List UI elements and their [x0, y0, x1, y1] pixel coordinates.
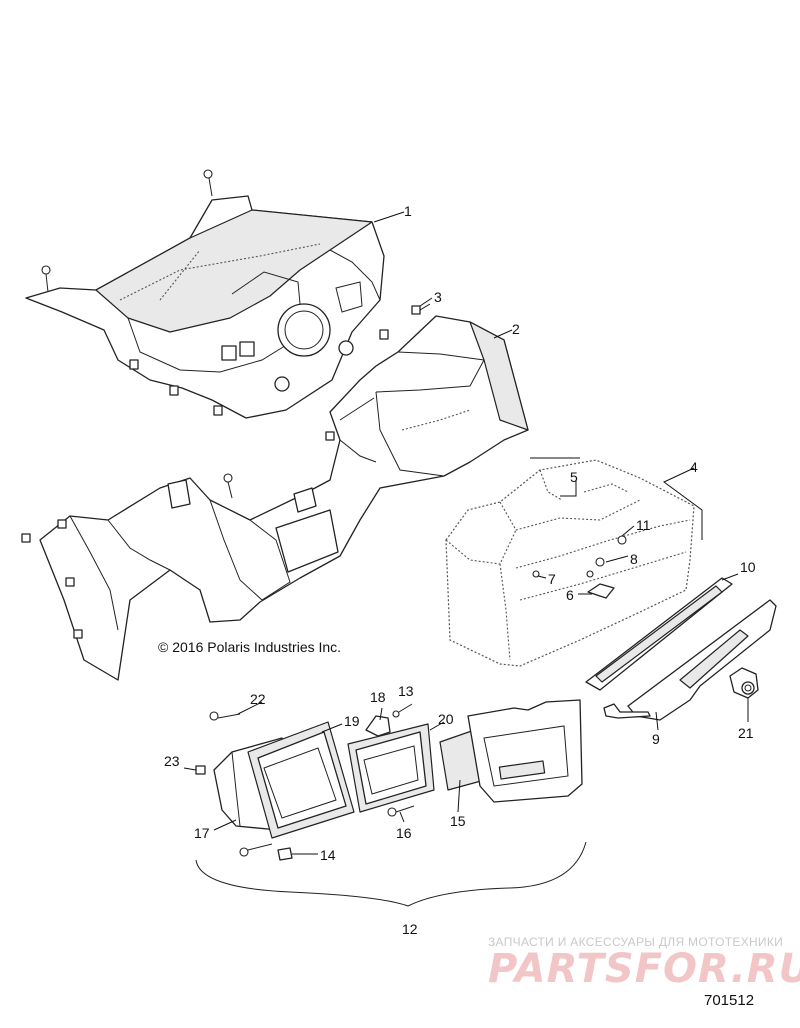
watermark-tagline: ЗАПЧАСТИ И АКСЕССУАРЫ ДЛЯ МОТОТЕХНИКИ	[488, 935, 783, 949]
callout-18: 18	[370, 689, 386, 705]
callout-1: 1	[404, 203, 412, 219]
screw-top-right	[203, 169, 213, 197]
fastener-item-11	[617, 535, 627, 545]
frame-item-19	[247, 721, 355, 839]
clip-item-14	[277, 847, 293, 861]
clip-item-23	[195, 765, 206, 775]
callout-labels: 1 2 3 4 5 6 7 8 9 10 11 12 13 14 15 16 1…	[164, 203, 756, 937]
callout-17: 17	[194, 825, 210, 841]
callout-14: 14	[320, 847, 336, 863]
callout-4: 4	[690, 459, 698, 475]
callout-8: 8	[630, 551, 638, 567]
callout-3: 3	[434, 289, 442, 305]
callout-11: 11	[636, 517, 651, 533]
watermark-logo: PARTSFOR.RU	[488, 946, 800, 992]
callout-6: 6	[566, 587, 574, 603]
screw-item-16-left	[239, 843, 273, 857]
glovebox-assembly	[445, 459, 695, 667]
screw-item-13	[392, 703, 413, 718]
dash-lower-panel	[21, 315, 529, 681]
screw-mid	[223, 473, 233, 499]
callout-19: 19	[344, 713, 360, 729]
frame-item-20	[347, 723, 435, 813]
glovebox-lid	[603, 599, 777, 721]
group-bracket-12	[195, 841, 587, 907]
leader-lines	[183, 211, 749, 855]
callout-5: 5	[570, 469, 578, 485]
callout-9: 9	[652, 731, 660, 747]
copyright-notice: © 2016 Polaris Industries Inc.	[158, 639, 341, 655]
latch-item-21	[729, 667, 759, 699]
fastener-item-8	[586, 557, 605, 578]
callout-16: 16	[396, 825, 412, 841]
callout-21: 21	[738, 725, 754, 741]
callout-20: 20	[438, 711, 454, 727]
figure-number: 701512	[704, 992, 754, 1009]
screw-item-16	[387, 805, 415, 817]
callout-2: 2	[512, 321, 520, 337]
bracket-item-18	[365, 715, 391, 737]
screw-top-left	[41, 265, 51, 293]
dash-upper-panel	[25, 195, 389, 419]
cover-item-12	[467, 699, 583, 803]
callout-13: 13	[398, 683, 414, 699]
fastener-item-7	[532, 570, 540, 578]
latch-item-6	[587, 583, 615, 599]
callout-10: 10	[740, 559, 756, 575]
callout-12: 12	[402, 921, 418, 937]
callout-22: 22	[250, 691, 266, 707]
callout-7: 7	[548, 571, 556, 587]
callout-15: 15	[450, 813, 466, 829]
glovebox-door	[585, 577, 733, 691]
clip-item-3	[411, 303, 431, 315]
callout-23: 23	[164, 753, 180, 769]
screw-item-22	[209, 711, 241, 721]
